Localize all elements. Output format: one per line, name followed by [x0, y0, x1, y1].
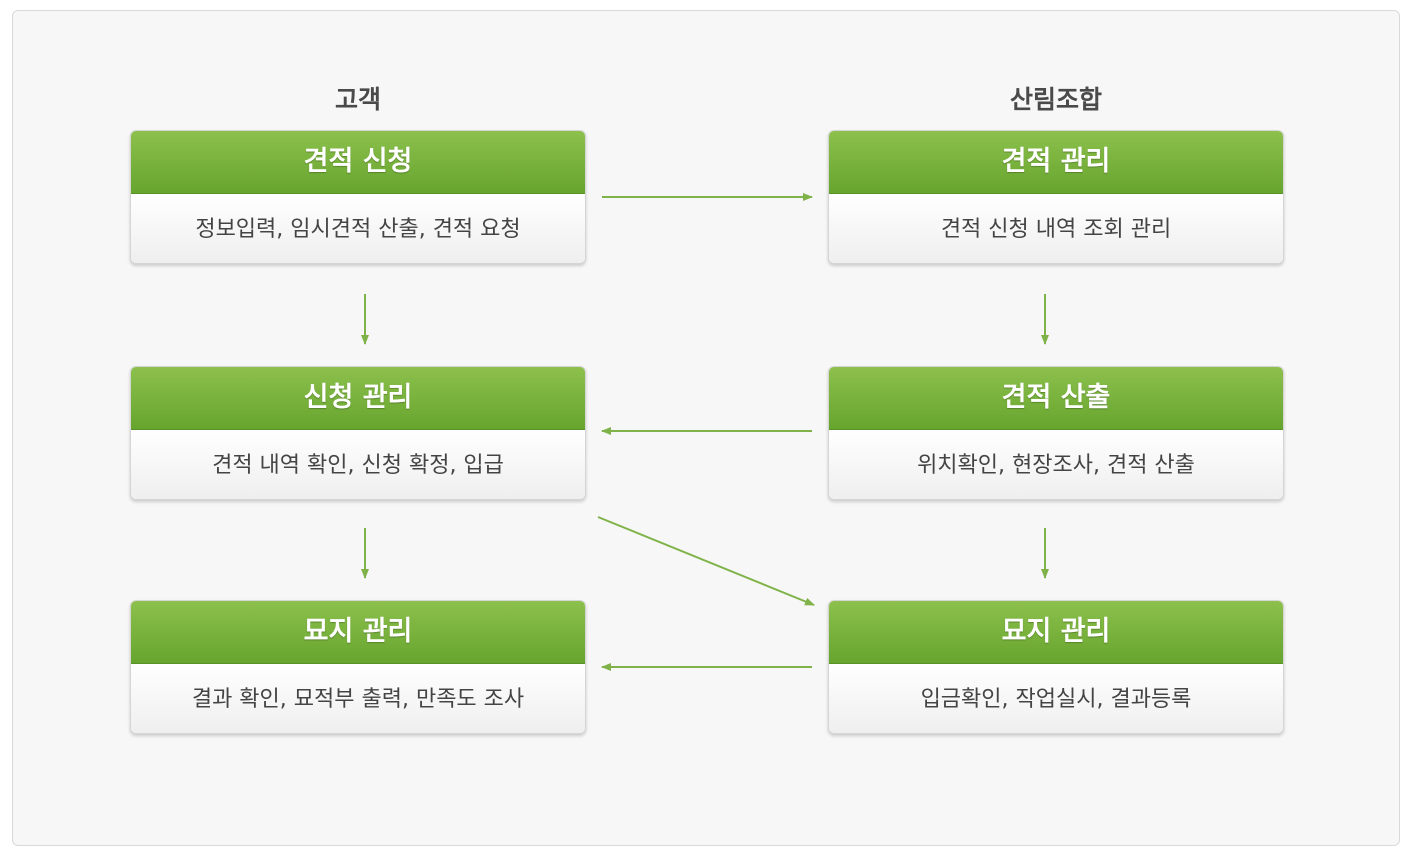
box-description: 견적 내역 확인, 신청 확정, 입급	[131, 430, 585, 499]
box-grave-management-customer: 묘지 관리 결과 확인, 묘적부 출력, 만족도 조사	[130, 600, 586, 734]
box-title: 견적 관리	[829, 131, 1283, 194]
box-description: 결과 확인, 묘적부 출력, 만족도 조사	[131, 664, 585, 733]
column-header-customer: 고객	[334, 85, 381, 114]
box-title: 묘지 관리	[829, 601, 1283, 664]
box-description: 견적 신청 내역 조회 관리	[829, 194, 1283, 263]
box-description: 위치확인, 현장조사, 견적 산출	[829, 430, 1283, 499]
box-title: 신청 관리	[131, 367, 585, 430]
box-description: 입금확인, 작업실시, 결과등록	[829, 664, 1283, 733]
box-grave-management-union: 묘지 관리 입금확인, 작업실시, 결과등록	[828, 600, 1284, 734]
box-application-management: 신청 관리 견적 내역 확인, 신청 확정, 입급	[130, 366, 586, 500]
box-title: 견적 신청	[131, 131, 585, 194]
column-header-forestry-union: 산림조합	[1009, 85, 1102, 114]
box-title: 견적 산출	[829, 367, 1283, 430]
box-title: 묘지 관리	[131, 601, 585, 664]
box-description: 정보입력, 임시견적 산출, 견적 요청	[131, 194, 585, 263]
box-quote-management: 견적 관리 견적 신청 내역 조회 관리	[828, 130, 1284, 264]
box-quote-request: 견적 신청 정보입력, 임시견적 산출, 견적 요청	[130, 130, 586, 264]
box-quote-calculation: 견적 산출 위치확인, 현장조사, 견적 산출	[828, 366, 1284, 500]
arrow-application-to-grave-union	[597, 516, 815, 606]
